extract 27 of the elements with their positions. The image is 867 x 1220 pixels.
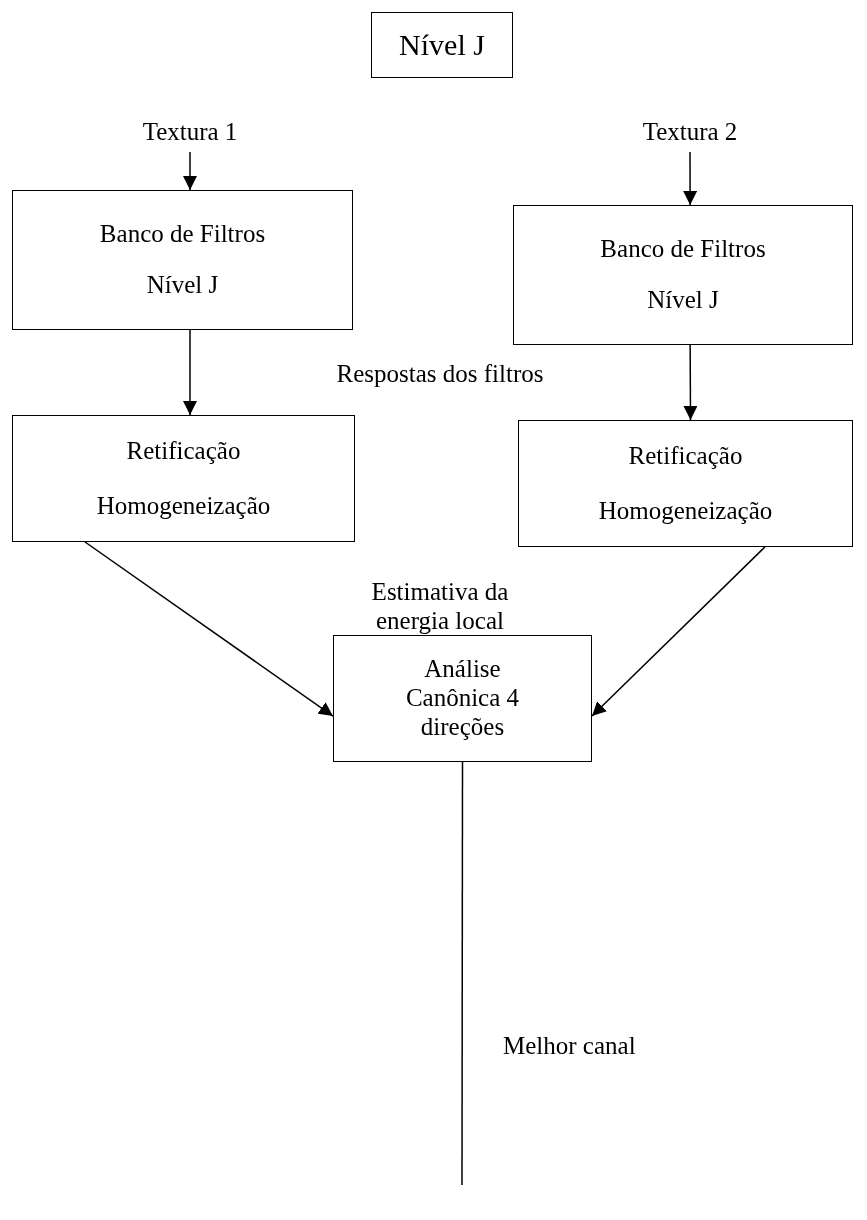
process-box [518, 420, 853, 547]
annotation-text: Estimativa da energia local [370, 578, 510, 636]
box-text: Retificação [628, 441, 743, 471]
arrow [591, 546, 766, 717]
box-text: Retificação [126, 436, 241, 466]
arrow [84, 541, 334, 717]
process-box [12, 190, 353, 330]
box-text: Banco de Filtros [99, 220, 266, 249]
box-text: Nível J [146, 271, 219, 300]
process-box [333, 635, 592, 762]
arrow [183, 329, 197, 416]
box-text: Banco de Filtros [600, 235, 766, 264]
arrow [683, 344, 698, 421]
process-box [12, 415, 355, 542]
box-text: Homogeneização [96, 491, 271, 521]
process-box [371, 12, 513, 78]
box-text: Nível J [399, 27, 485, 63]
arrow [683, 151, 698, 206]
annotation-text: Respostas dos filtros [335, 360, 545, 389]
box-text: Homogeneização [598, 496, 773, 526]
box-text: Nível J [647, 286, 719, 315]
process-box [513, 205, 853, 345]
arrow [183, 151, 197, 191]
line [461, 761, 464, 1186]
input-label: Textura 2 [642, 117, 738, 147]
box-text: Análise Canônica 4 direções [404, 655, 521, 742]
input-label: Textura 1 [142, 117, 238, 147]
